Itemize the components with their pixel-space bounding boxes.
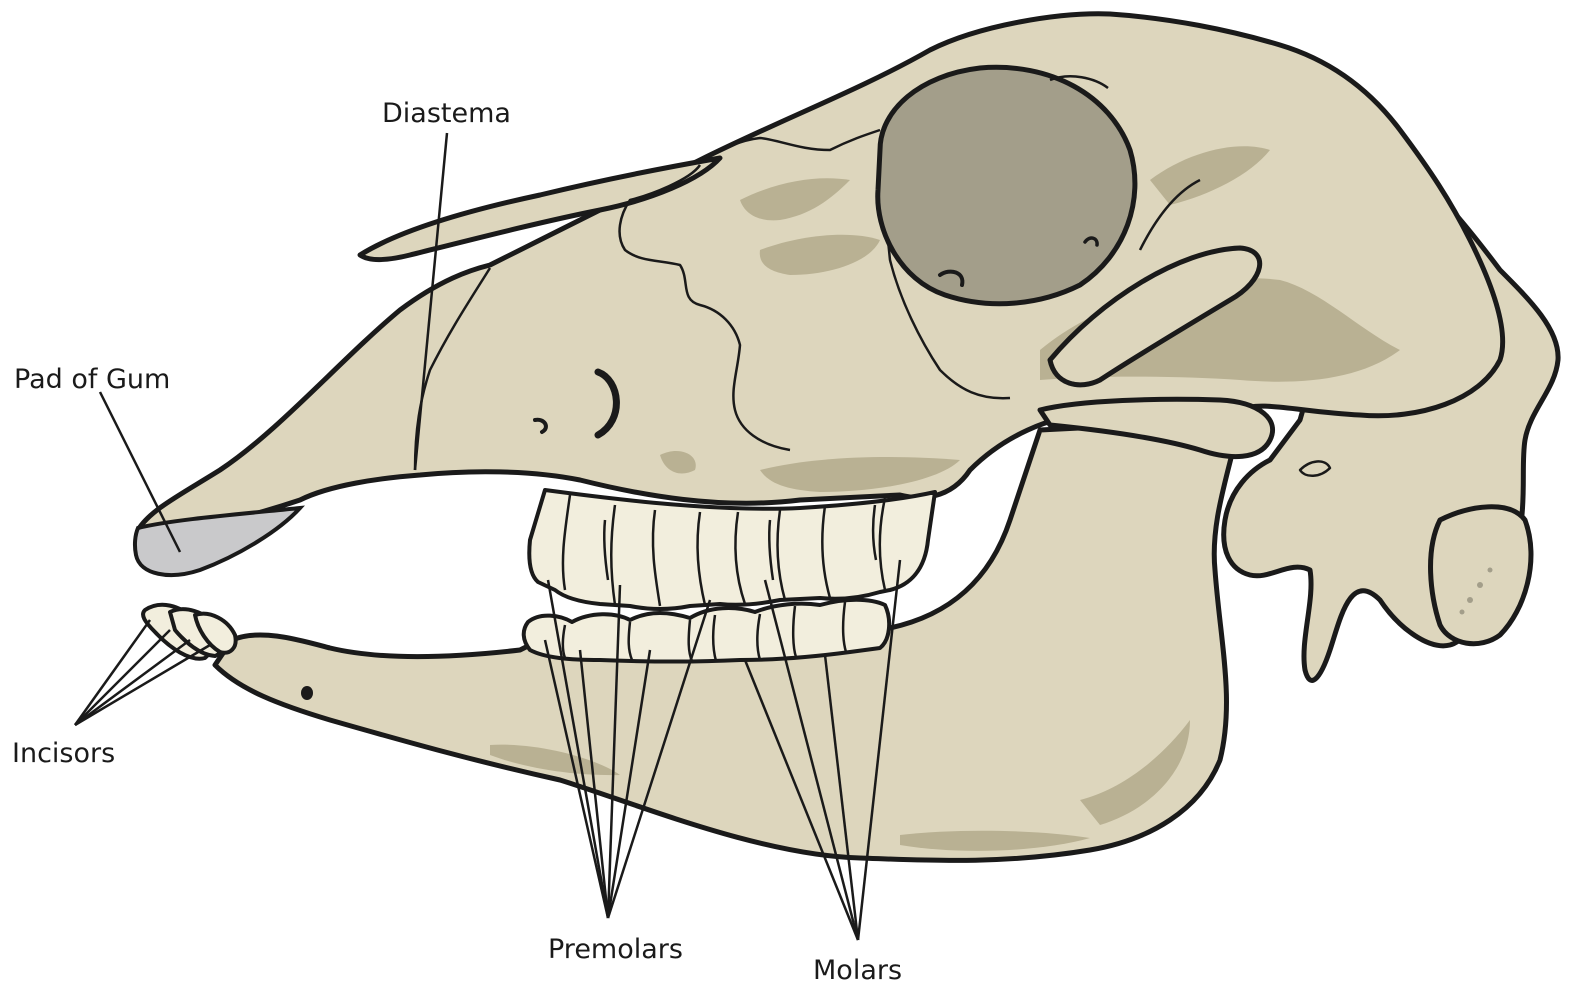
bone-texture-dot xyxy=(1467,597,1473,603)
label-molars: Molars xyxy=(813,955,902,986)
label-incisors: Incisors xyxy=(12,738,115,769)
upper-cheek-teeth xyxy=(529,490,935,609)
bone-texture-dot xyxy=(1477,582,1483,588)
orbit xyxy=(878,67,1135,303)
incisor-teeth xyxy=(143,605,236,659)
incisors-leader xyxy=(75,620,150,725)
incisors-leader xyxy=(75,640,190,725)
bone-texture-dot xyxy=(1488,568,1493,573)
label-diastema: Diastema xyxy=(382,98,511,129)
mental-foramen xyxy=(301,686,313,700)
label-premolars: Premolars xyxy=(548,934,683,965)
bone-texture-dot xyxy=(1460,610,1465,615)
label-pad-of-gum: Pad of Gum xyxy=(14,364,170,395)
